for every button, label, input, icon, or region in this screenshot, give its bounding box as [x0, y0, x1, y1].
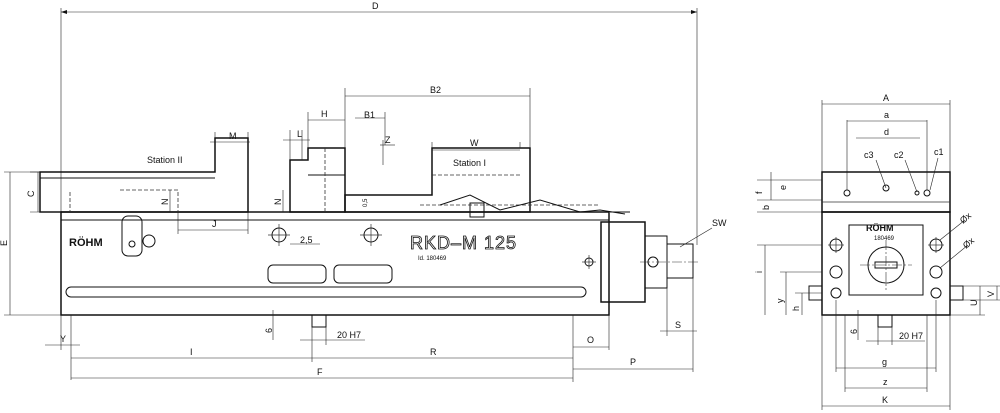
end-view-brand: RÖHM: [866, 223, 894, 233]
dim-label-25: 2,5: [300, 235, 313, 245]
end-hole-ml: [829, 265, 843, 279]
dim-label-S: S: [675, 320, 681, 330]
dim-label-Y: Y: [60, 334, 66, 344]
dim-label-20h7: 20 H7: [337, 330, 361, 340]
dim-label-J: J: [212, 219, 217, 229]
dim-label-c2: c2: [894, 150, 904, 160]
dim-label-W: W: [470, 138, 479, 148]
dim-label-f: f: [754, 191, 764, 194]
dim-label-d: d: [884, 127, 889, 137]
dim-label-SW: SW: [712, 218, 727, 228]
dim-label-phix2: Øx: [961, 235, 977, 250]
dim-label-F: F: [317, 367, 323, 377]
dim-label-R: R: [430, 347, 437, 357]
end-hole-bl: [830, 287, 842, 299]
dim-label-B2: B2: [430, 85, 441, 95]
clamp-lever: [121, 215, 143, 257]
dim-label-P: P: [630, 357, 636, 367]
dim-label-h: h: [791, 306, 801, 311]
dim-label-phix: Øx: [958, 210, 974, 225]
dim-label-N2: N: [273, 199, 283, 206]
dim-label-20h7b: 20 H7: [899, 331, 923, 341]
end-hole-mr: [929, 265, 943, 279]
dim-label-I: I: [190, 347, 193, 357]
dim-label-D: D: [372, 1, 379, 11]
dim-label-L: L: [297, 129, 302, 139]
dim-label-E: E: [0, 240, 9, 246]
end-cap-plate: [848, 224, 924, 296]
model-name: RKD–M 125: [410, 233, 517, 253]
dim-label-V: V: [986, 291, 996, 297]
dim-label-b: b: [761, 205, 771, 210]
spindle-hex: [666, 243, 694, 279]
station-2-label: Station II: [147, 155, 183, 165]
dim-label-H: H: [321, 109, 328, 119]
dim-label-a: a: [884, 110, 889, 120]
station-2-jaw: [39, 137, 249, 213]
base-window-left: [267, 264, 327, 284]
dim-label-c3: c3: [864, 150, 874, 160]
dim-label-05: 0,5: [363, 198, 369, 207]
dim-label-B1: B1: [364, 110, 375, 120]
dim-label-g: g: [882, 357, 887, 367]
dim-label-K: K: [882, 395, 888, 405]
dim-label-c1: c1: [934, 147, 944, 157]
dim-label-A: A: [883, 93, 889, 103]
dim-label-M: M: [229, 131, 237, 141]
dim-label-e: e: [778, 185, 788, 190]
dim-label-C: C: [26, 190, 36, 197]
dim-label-6: 6: [264, 328, 274, 333]
end-hole-br: [930, 287, 942, 299]
middle-jaw: [289, 147, 346, 213]
brand-logo: RÖHM: [69, 236, 103, 249]
ident-number: Id. 180469: [418, 256, 447, 262]
dim-label-N: N: [160, 199, 170, 206]
station-1-label: Station I: [453, 158, 486, 168]
dim-label-6b: 6: [849, 329, 859, 334]
dim-label-i: i: [754, 271, 764, 273]
station-1-jaw: [344, 147, 531, 213]
dim-label-Z: Z: [385, 135, 391, 145]
end-view: A a d c3 c2 c1 f e b: [754, 93, 1000, 410]
dim-label-y: y: [775, 298, 785, 303]
dim-label-z: z: [883, 377, 888, 387]
dim-label-U: U: [969, 300, 979, 307]
side-view: D Station II Station I: [0, 1, 727, 382]
end-view-jaw-plate: [821, 171, 951, 213]
base-rail: [65, 286, 587, 298]
vise-base-body: [60, 211, 610, 316]
base-window-right: [333, 264, 393, 284]
dim-label-O: O: [587, 335, 594, 345]
end-view-ident: 180469: [874, 236, 895, 242]
end-cap: [600, 221, 646, 303]
